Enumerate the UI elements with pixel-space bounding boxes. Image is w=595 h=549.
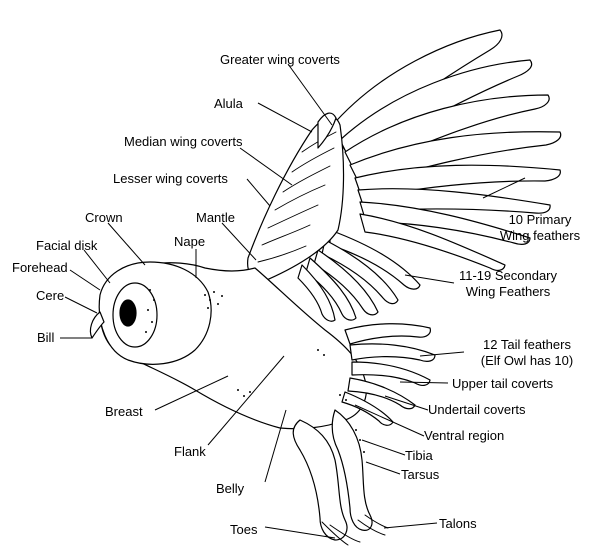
label-bill: Bill	[37, 330, 54, 346]
label-secondary-line2: Wing Feathers	[448, 284, 568, 300]
label-tail-feathers: 12 Tail feathers (Elf Owl has 10)	[465, 337, 589, 369]
label-tail-line2: (Elf Owl has 10)	[465, 353, 589, 369]
label-belly: Belly	[216, 481, 244, 497]
label-undertail-coverts: Undertail coverts	[428, 402, 526, 418]
label-facial-disk: Facial disk	[36, 238, 97, 254]
label-primary-wing-feathers: 10 Primary Wing feathers	[492, 212, 588, 244]
label-breast: Breast	[105, 404, 143, 420]
label-median-wing-coverts: Median wing coverts	[124, 134, 243, 150]
label-forehead: Forehead	[12, 260, 68, 276]
label-tarsus: Tarsus	[401, 467, 439, 483]
label-talons: Talons	[439, 516, 477, 532]
label-primary-line2: Wing feathers	[492, 228, 588, 244]
label-greater-wing-coverts: Greater wing coverts	[220, 52, 340, 68]
label-cere: Cere	[36, 288, 64, 304]
label-primary-line1: 10 Primary	[492, 212, 588, 228]
label-mantle: Mantle	[196, 210, 235, 226]
label-tail-line1: 12 Tail feathers	[465, 337, 589, 353]
label-nape: Nape	[174, 234, 205, 250]
label-crown: Crown	[85, 210, 123, 226]
label-tibia: Tibia	[405, 448, 433, 464]
label-secondary-line1: 11-19 Secondary	[448, 268, 568, 284]
label-lesser-wing-coverts: Lesser wing coverts	[113, 171, 228, 187]
label-alula: Alula	[214, 96, 243, 112]
label-secondary-wing-feathers: 11-19 Secondary Wing Feathers	[448, 268, 568, 300]
bill-shape	[90, 312, 104, 338]
label-toes: Toes	[230, 522, 257, 538]
label-flank: Flank	[174, 444, 206, 460]
label-upper-tail-coverts: Upper tail coverts	[452, 376, 553, 392]
eye	[120, 300, 136, 326]
label-ventral-region: Ventral region	[424, 428, 504, 444]
